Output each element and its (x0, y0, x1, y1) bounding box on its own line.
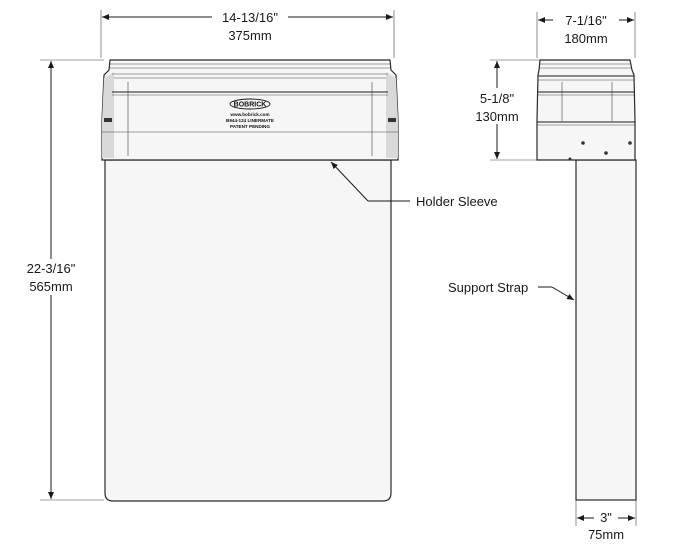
height-inches: 22-3/16" (27, 261, 76, 276)
height-mm: 565mm (29, 279, 72, 294)
sleeve-height-dimension: 5-1/8" 130mm (472, 59, 540, 161)
support-strap-callout: Support Strap (448, 280, 575, 301)
strap-width-inches: 3" (600, 510, 612, 525)
sleeve-markings: BOBRICK www.bobrick.com B944-124 LINERMA… (226, 98, 274, 129)
holder-sleeve-label: Holder Sleeve (416, 194, 498, 209)
side-depth-mm: 180mm (564, 31, 607, 46)
strap-width-mm: 75mm (588, 527, 624, 542)
front-view: BOBRICK www.bobrick.com B944-124 LINERMA… (22, 9, 498, 502)
liner-bag (104, 159, 392, 502)
side-depth-inches: 7-1/16" (565, 13, 607, 28)
sleeve-height-mm: 130mm (475, 109, 518, 124)
front-width-inches: 14-13/16" (222, 10, 278, 25)
side-view: 7-1/16" 180mm 5-1/8" 130mm Support Strap… (448, 12, 637, 542)
side-holder-sleeve (536, 59, 636, 161)
holder-sleeve-callout: Holder Sleeve (330, 161, 498, 209)
brand-logo (229, 98, 271, 110)
side-depth-dimension: 7-1/16" 180mm (536, 12, 636, 58)
patent-notice: PATENT PENDING (230, 124, 270, 129)
model-number: B944-124 LINERMATE (226, 118, 274, 123)
brand-name: BOBRICK (234, 102, 267, 109)
overall-height-dimension: 22-3/16" 565mm (22, 59, 104, 501)
sleeve-height-inches: 5-1/8" (480, 91, 515, 106)
front-width-mm: 375mm (228, 28, 271, 43)
holder-sleeve (101, 59, 399, 161)
support-strap (575, 159, 637, 501)
brand-website: www.bobrick.com (229, 112, 269, 117)
support-strap-label: Support Strap (448, 280, 528, 295)
front-width-dimension: 14-13/16" 375mm (100, 9, 395, 58)
strap-width-dimension: 3" 75mm (575, 500, 637, 542)
